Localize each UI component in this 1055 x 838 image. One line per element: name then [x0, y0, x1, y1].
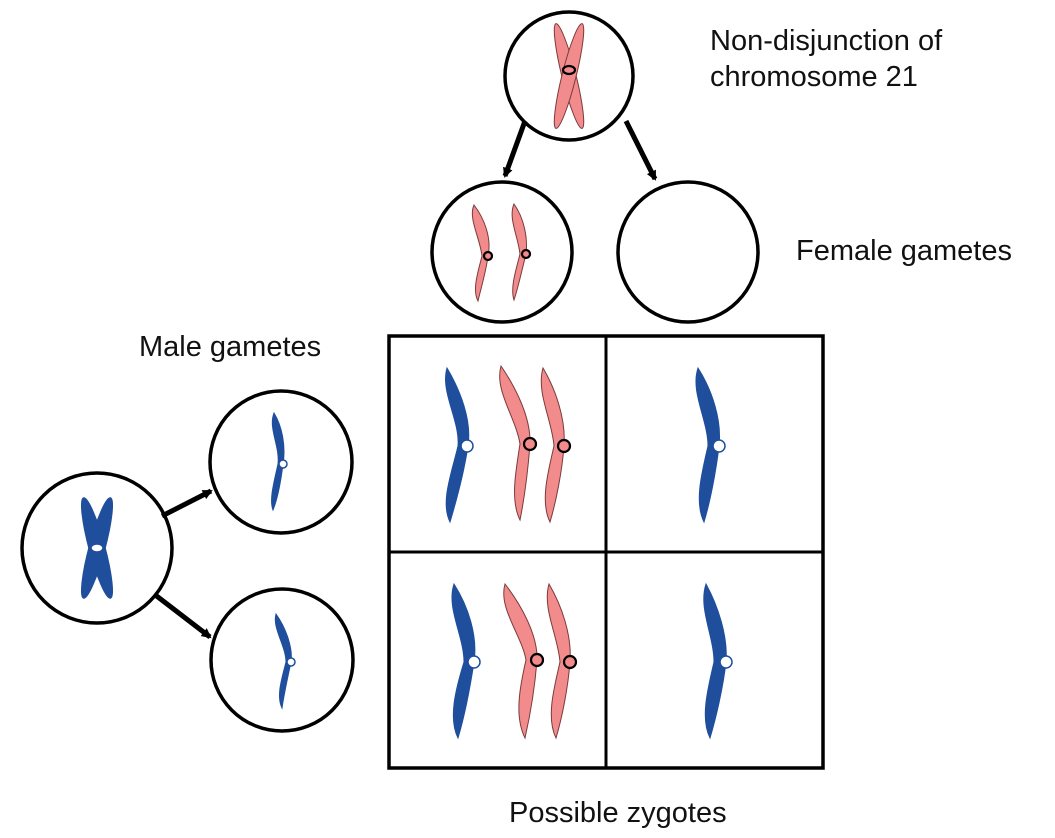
zygote-trisomic-bottom: [451, 582, 578, 740]
arrow-to-male-gamete-top: [160, 488, 213, 519]
paternal-chromosome: [274, 612, 296, 710]
maternal-chromosome: [546, 582, 578, 740]
maternal-parent-cell: [503, 10, 635, 142]
male-gamete-bottom: [209, 587, 355, 733]
nondisjunction-label-line1: Non-disjunction of: [710, 25, 943, 57]
arrow-to-female-gamete-right: [623, 119, 658, 181]
male-gamete-top: [208, 389, 354, 535]
paternal-x-chromosome: [80, 497, 114, 599]
zygote-monosomic-bottom: [703, 582, 733, 740]
zygote-monosomic-top: [695, 366, 726, 524]
male-gametes-label: Male gametes: [139, 331, 322, 363]
maternal-chromosome: [471, 204, 494, 303]
female-gamete-disomic: [430, 180, 574, 324]
paternal-chromosome: [451, 582, 481, 740]
nondisjunction-label-line2: chromosome 21: [710, 61, 918, 93]
possible-zygotes-label: Possible zygotes: [509, 797, 727, 829]
paternal-chromosome: [703, 582, 733, 740]
maternal-chromosome: [511, 202, 532, 302]
paternal-chromosome: [695, 366, 726, 524]
maternal-x-chromosome: [553, 23, 585, 129]
paternal-chromosome: [271, 411, 288, 512]
zygote-trisomic-top: [445, 364, 572, 524]
female-gamete-nullisomic: [616, 180, 760, 324]
female-gametes-label: Female gametes: [796, 235, 1012, 267]
paternal-parent-cell: [20, 471, 174, 625]
maternal-chromosome: [499, 364, 538, 522]
maternal-chromosome: [540, 366, 572, 524]
arrow-to-female-gamete-left: [502, 120, 528, 178]
maternal-chromosome: [503, 582, 545, 740]
paternal-chromosome: [445, 366, 474, 524]
arrow-to-male-gamete-bottom: [152, 592, 212, 639]
